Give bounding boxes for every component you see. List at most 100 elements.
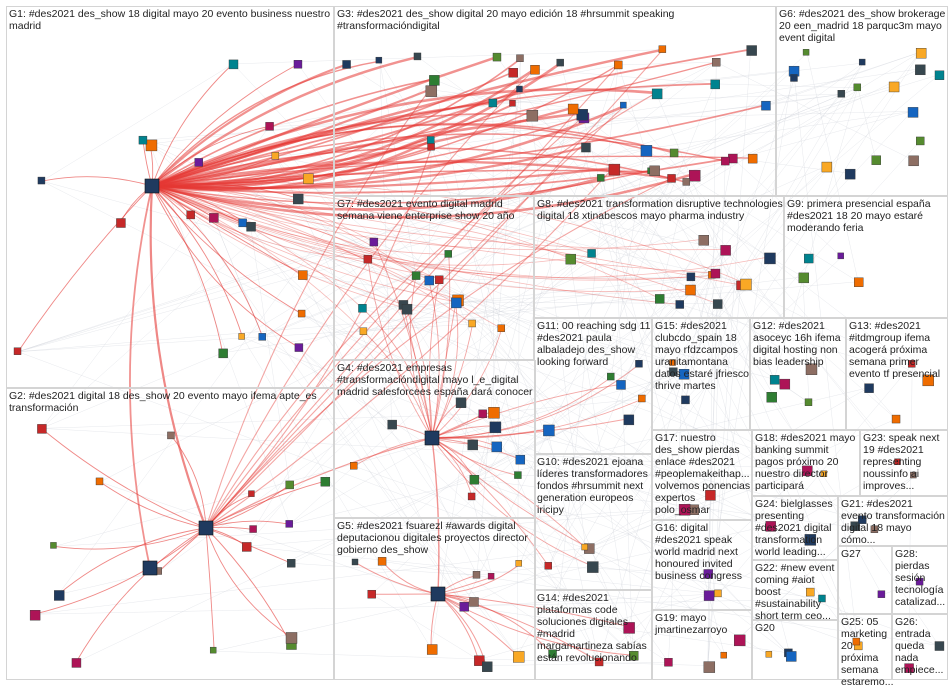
- background-edge: [548, 566, 708, 574]
- group-box-g23: G23: speak next 19 #des2021 representing…: [860, 430, 948, 496]
- group-box-g26: G26: entrada queda nada empiece...: [892, 614, 948, 680]
- background-edge: [644, 149, 859, 282]
- background-edge: [493, 425, 600, 663]
- background-edge: [493, 272, 716, 427]
- graph-node: [497, 324, 505, 332]
- background-edge: [718, 364, 913, 595]
- hub-node: [424, 430, 440, 446]
- background-edge: [405, 308, 461, 402]
- background-edge: [612, 168, 634, 656]
- graph-node: [678, 369, 690, 380]
- hub-edge: [151, 185, 264, 338]
- graph-node: [857, 515, 867, 524]
- graph-node: [209, 213, 219, 223]
- background-edge: [459, 328, 502, 402]
- hub-edge: [151, 185, 473, 325]
- hub-edge: [151, 185, 457, 300]
- hub-edge: [151, 83, 715, 187]
- graph-node: [145, 139, 158, 152]
- graph-node: [474, 655, 485, 666]
- background-edge: [302, 274, 457, 300]
- graph-node: [904, 663, 914, 673]
- graph-node: [608, 163, 621, 176]
- graph-node: [29, 610, 41, 621]
- group-label: G26: entrada queda nada empiece...: [895, 616, 944, 676]
- background-edge: [298, 347, 464, 607]
- hub-edge: [373, 241, 433, 439]
- background-edge: [242, 222, 770, 526]
- background-edge: [732, 157, 842, 258]
- graph-node: [769, 375, 780, 385]
- background-edge: [439, 276, 691, 280]
- hub-edge: [428, 279, 440, 439]
- graph-node: [472, 571, 481, 579]
- hub-edge: [437, 563, 521, 595]
- background-edge: [54, 373, 684, 547]
- hub-edge: [151, 185, 363, 309]
- hub-edge: [151, 185, 680, 305]
- graph-node: [712, 299, 723, 309]
- background-edge: [591, 565, 628, 627]
- background-edge: [250, 226, 290, 485]
- hub-edge: [151, 88, 657, 188]
- background-edge: [707, 49, 751, 666]
- background-edge: [463, 593, 719, 607]
- background-edge: [679, 304, 927, 380]
- background-edge: [362, 288, 690, 309]
- hub-edge: [57, 527, 207, 595]
- hub-edge: [129, 185, 153, 569]
- hub-edge: [205, 49, 664, 529]
- background-edge: [773, 87, 858, 380]
- background-edge: [431, 94, 842, 148]
- background-edge: [371, 594, 479, 660]
- graph-node: [451, 297, 462, 309]
- hub-edge: [205, 147, 433, 529]
- hub-edge: [205, 177, 672, 529]
- graph-node: [837, 90, 846, 98]
- hub-edge: [409, 275, 433, 439]
- graph-node: [492, 52, 502, 62]
- graph-node: [167, 431, 175, 440]
- background-edge: [472, 323, 791, 656]
- background-edge: [738, 475, 915, 640]
- hub-edge: [362, 307, 433, 439]
- hub-node: [198, 520, 214, 536]
- graph-node: [320, 477, 331, 487]
- graph-node: [359, 327, 368, 335]
- hub-edge: [151, 185, 368, 260]
- background-edge: [18, 323, 473, 352]
- hub-edge: [437, 593, 518, 656]
- graph-node: [720, 651, 727, 659]
- graph-node: [620, 101, 627, 109]
- hub-edge: [99, 481, 207, 529]
- background-edge: [572, 107, 927, 380]
- hub-edge: [151, 63, 299, 187]
- graph-node: [802, 465, 813, 477]
- hub-edge: [151, 181, 745, 284]
- background-edge: [806, 53, 859, 282]
- background-edge: [242, 337, 684, 509]
- graph-node: [516, 54, 524, 62]
- background-edge: [473, 479, 940, 646]
- graph-node: [703, 661, 716, 673]
- group-label: G15: #des2021 clubcdo_spain 18 mayo rfdz…: [655, 320, 752, 392]
- hub-edge: [205, 520, 290, 529]
- hub-edge: [151, 177, 602, 211]
- group-label: G7: #des2021 evento digital madrid seman…: [337, 198, 515, 222]
- hub-edge: [151, 185, 769, 278]
- background-edge: [908, 364, 913, 668]
- graph-node: [764, 252, 776, 265]
- background-edge: [471, 496, 493, 578]
- background-edge: [34, 598, 823, 615]
- hub-edge: [205, 89, 431, 529]
- hub-edge: [437, 593, 628, 627]
- background-edge: [707, 303, 718, 574]
- group-box-g22: G22: #new event coming #aiot boost #sust…: [752, 560, 838, 622]
- background-edge: [58, 571, 159, 595]
- graph-node: [640, 145, 653, 157]
- graph-node: [530, 65, 540, 75]
- background-edge: [486, 662, 669, 666]
- graph-node: [285, 480, 294, 490]
- hub-edge: [151, 185, 440, 281]
- graph-node: [543, 424, 555, 437]
